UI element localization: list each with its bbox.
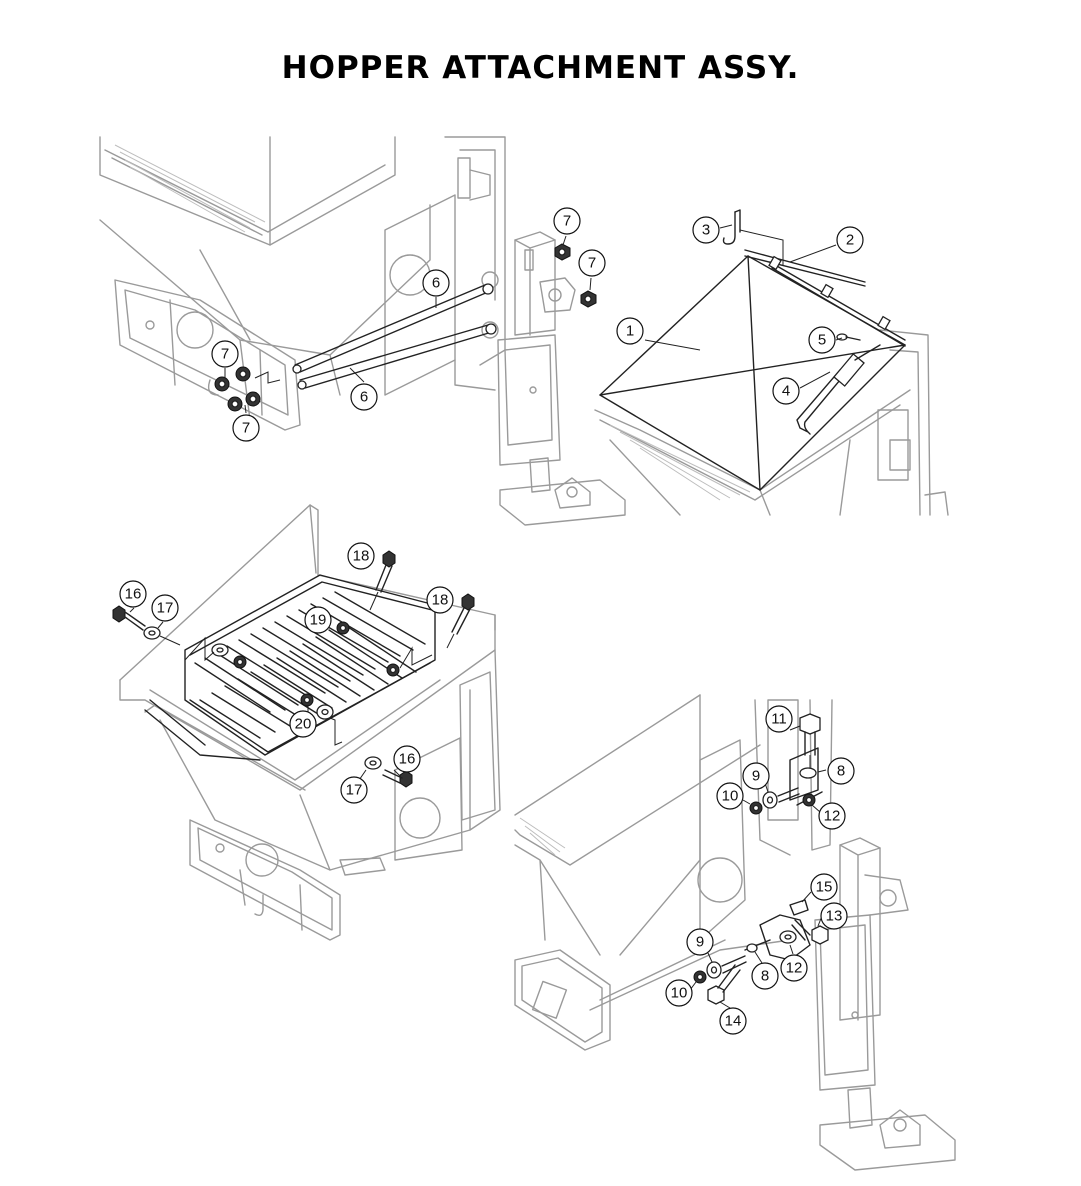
callout-6-upper: 6	[422, 269, 450, 297]
nuts-7-left	[214, 366, 281, 412]
svg-text:16: 16	[399, 751, 416, 768]
hardware-middle-left	[112, 550, 475, 788]
callout-20: 20	[289, 710, 317, 738]
hardware-bottom-right	[693, 713, 829, 1005]
callout-17-right: 17	[340, 776, 368, 804]
svg-text:1: 1	[626, 323, 634, 340]
svg-text:14: 14	[725, 1013, 742, 1030]
handle-4	[796, 344, 881, 435]
callout-8-lower: 8	[751, 962, 779, 990]
rods-6	[292, 283, 497, 390]
callout-2: 2	[836, 226, 864, 254]
svg-text:12: 12	[786, 960, 803, 977]
svg-text:6: 6	[360, 389, 368, 406]
svg-text:19: 19	[310, 612, 327, 629]
svg-text:7: 7	[588, 255, 596, 272]
callout-14: 14	[719, 1007, 747, 1035]
svg-text:17: 17	[157, 600, 174, 617]
svg-text:8: 8	[837, 763, 845, 780]
svg-text:13: 13	[826, 908, 843, 925]
callout-8-upper: 8	[827, 757, 855, 785]
callout-18-right: 18	[426, 586, 454, 614]
hinge-rod-2	[744, 249, 906, 347]
cover-1	[599, 255, 906, 491]
callout-7-left-upper: 7	[211, 340, 239, 368]
callout-3: 3	[692, 216, 720, 244]
svg-text:5: 5	[818, 332, 826, 349]
callout-13: 13	[820, 902, 848, 930]
svg-text:10: 10	[671, 985, 688, 1002]
svg-text:15: 15	[816, 879, 833, 896]
svg-text:2: 2	[846, 232, 854, 249]
callout-6-lower: 6	[350, 383, 378, 411]
view-top-left	[99, 136, 626, 526]
svg-text:6: 6	[432, 275, 440, 292]
callout-15: 15	[810, 873, 838, 901]
diagram-title: HOPPER ATTACHMENT ASSY.	[281, 50, 800, 86]
svg-text:7: 7	[242, 420, 250, 437]
callout-12-upper: 12	[818, 802, 846, 830]
svg-text:8: 8	[761, 968, 769, 985]
callout-1: 1	[616, 317, 644, 345]
svg-text:12: 12	[824, 808, 841, 825]
clip-5	[836, 333, 861, 341]
view-top-right	[594, 209, 949, 516]
pin-3	[722, 209, 784, 265]
hopper-body-middle-left	[119, 504, 501, 941]
callout-17-left: 17	[151, 594, 179, 622]
callout-9-upper: 9	[742, 762, 770, 790]
callout-7-right-upper: 7	[553, 207, 581, 235]
svg-text:9: 9	[696, 934, 704, 951]
hopper-body-top-right	[594, 329, 949, 516]
grate	[144, 574, 436, 761]
svg-text:4: 4	[782, 383, 790, 400]
view-middle-left	[112, 504, 501, 941]
callout-12-lower: 12	[780, 954, 808, 982]
svg-text:18: 18	[353, 548, 370, 565]
callout-7-right-lower: 7	[578, 249, 606, 277]
svg-text:9: 9	[752, 768, 760, 785]
svg-text:16: 16	[125, 586, 142, 603]
svg-text:7: 7	[221, 346, 229, 363]
callout-7-left-lower: 7	[232, 414, 260, 442]
callout-9-lower: 9	[686, 928, 714, 956]
hopper-body-bottom-right	[514, 694, 956, 1171]
callout-11: 11	[765, 705, 793, 733]
svg-text:7: 7	[563, 213, 571, 230]
svg-text:18: 18	[432, 592, 449, 609]
jack-stand-top-left	[497, 231, 626, 526]
callout-16-left: 16	[119, 580, 147, 608]
nuts-7-right	[554, 243, 597, 308]
svg-text:20: 20	[295, 716, 312, 733]
callouts: 1 2 3 4 5 6 6 7 7 7 7 8 8 9 9 10 10 11 1…	[119, 207, 864, 1035]
leader-lines	[129, 224, 843, 1009]
callout-19: 19	[304, 606, 332, 634]
view-bottom-right	[514, 694, 956, 1171]
callout-5: 5	[808, 326, 836, 354]
callout-10-upper: 10	[716, 782, 744, 810]
svg-text:11: 11	[771, 711, 787, 728]
callout-4: 4	[772, 377, 800, 405]
callout-10-lower: 10	[665, 979, 693, 1007]
svg-text:3: 3	[702, 222, 710, 239]
callout-18-left: 18	[347, 542, 375, 570]
svg-text:10: 10	[722, 788, 739, 805]
callout-16-right: 16	[393, 745, 421, 773]
svg-text:17: 17	[346, 782, 363, 799]
